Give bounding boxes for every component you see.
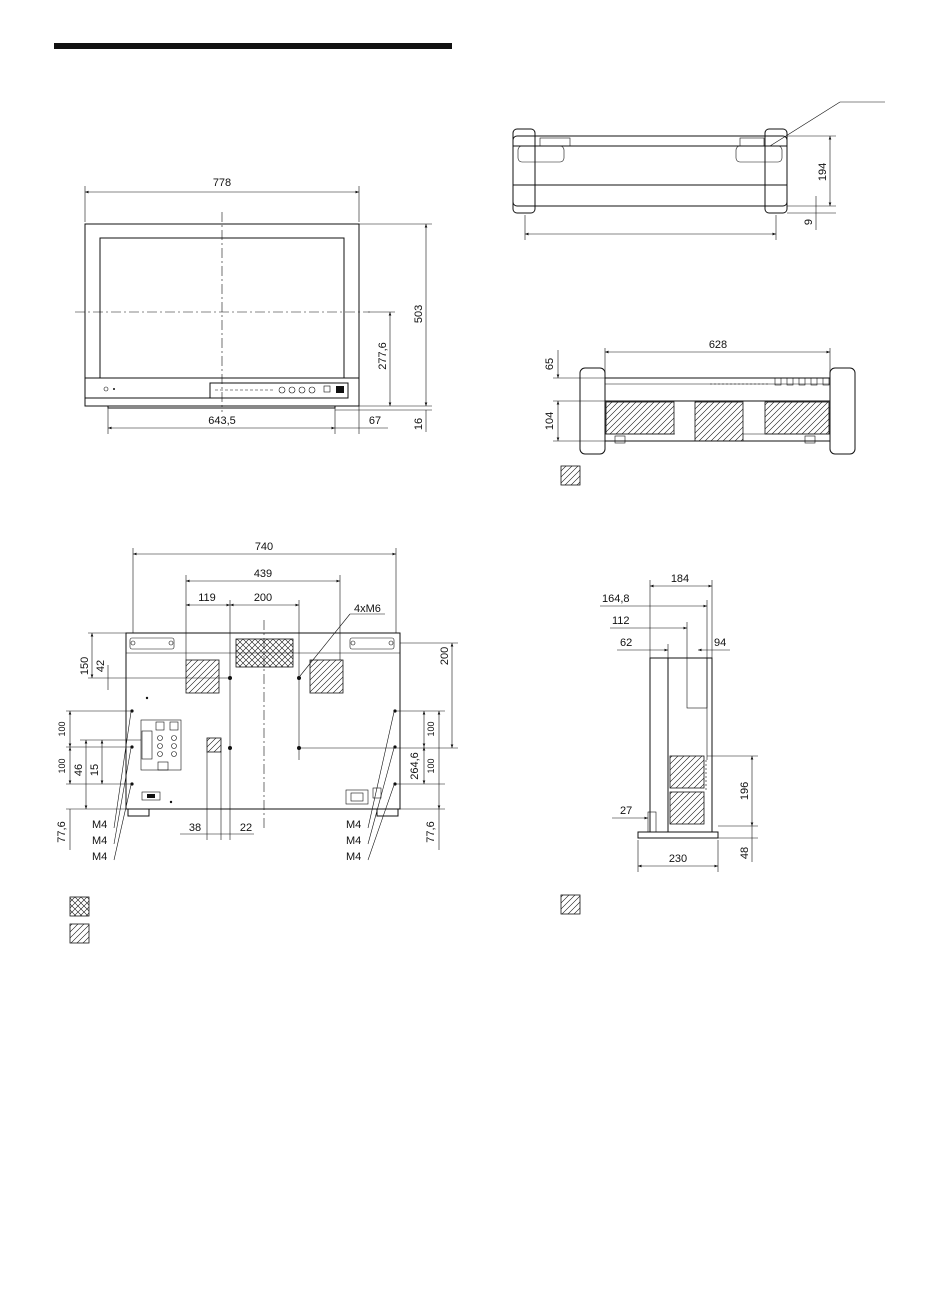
dim-rear-200-h: 200 xyxy=(254,592,272,604)
rear-view: 740 439 119 200 4xM6 150 42 100 100 46 1… xyxy=(56,541,458,943)
dim-front-height: 503 xyxy=(413,305,425,323)
dim-top-foot: 9 xyxy=(803,219,815,225)
dim-side-62: 62 xyxy=(620,637,632,649)
dim-side-depth: 184 xyxy=(671,573,689,585)
screw-label-left-1: M4 xyxy=(92,819,107,831)
top-view: 194 9 xyxy=(513,102,885,240)
mount-label: 4xM6 xyxy=(354,603,381,615)
dim-rear-100-r1: 100 xyxy=(426,721,436,736)
dim-rear-100-r2: 100 xyxy=(426,758,436,773)
dim-side-112: 112 xyxy=(612,615,630,627)
section-header-bar xyxy=(54,43,452,49)
dim-rear-77-right: 77,6 xyxy=(425,821,437,842)
dim-side-164: 164,8 xyxy=(602,593,630,605)
dim-vesa-outer: 439 xyxy=(254,568,272,580)
legend-swatch-cross xyxy=(70,897,89,916)
dim-front-width: 778 xyxy=(213,177,231,189)
dim-side-48: 48 xyxy=(739,847,751,859)
legend-swatch-diag xyxy=(70,924,89,943)
dim-side-base-width: 230 xyxy=(669,853,687,865)
dim-rear-200-v: 200 xyxy=(439,647,451,665)
dim-rear-42: 42 xyxy=(95,660,107,672)
dim-side-94: 94 xyxy=(714,637,726,649)
dim-foot-span: 643,5 xyxy=(208,415,236,427)
dim-foot-height: 16 xyxy=(413,418,425,430)
dim-rear-264: 264,6 xyxy=(409,752,421,780)
dim-foot-offset: 67 xyxy=(369,415,381,427)
bottom-view: 628 65 104 xyxy=(544,339,855,485)
screw-label-left-3: M4 xyxy=(92,851,107,863)
dim-rear-38: 38 xyxy=(189,822,201,834)
dim-bottom-width: 628 xyxy=(709,339,727,351)
dim-rear-119: 119 xyxy=(198,592,216,604)
screw-label-left-2: M4 xyxy=(92,835,107,847)
dim-rear-100-b: 100 xyxy=(57,758,67,773)
dim-bottom-104: 104 xyxy=(544,412,556,430)
screw-label-right-2: M4 xyxy=(346,835,361,847)
rear-io-panel xyxy=(141,720,181,800)
dim-side-27: 27 xyxy=(620,805,632,817)
dim-rear-22: 22 xyxy=(240,822,252,834)
dim-rear-150: 150 xyxy=(79,657,91,675)
screw-label-right-3: M4 xyxy=(346,851,361,863)
dim-top-height: 194 xyxy=(817,163,829,181)
legend-swatch-vent-side xyxy=(561,895,580,914)
legend-swatch-vent-bottom xyxy=(561,466,580,485)
screw-label-right-1: M4 xyxy=(346,819,361,831)
dim-rear-width: 740 xyxy=(255,541,273,553)
front-control-buttons xyxy=(215,386,344,393)
dim-center-height: 277,6 xyxy=(377,342,389,370)
dim-bottom-65: 65 xyxy=(544,358,556,370)
dim-side-196: 196 xyxy=(739,782,751,800)
side-view: 184 164,8 112 62 94 196 48 27 230 xyxy=(561,573,758,914)
front-view: 778 503 277,6 16 643,5 67 xyxy=(75,177,432,434)
dim-rear-77-left: 77,6 xyxy=(56,821,68,842)
dim-rear-100-a: 100 xyxy=(57,721,67,736)
dim-rear-46: 46 xyxy=(73,764,85,776)
dim-rear-15: 15 xyxy=(89,764,101,776)
